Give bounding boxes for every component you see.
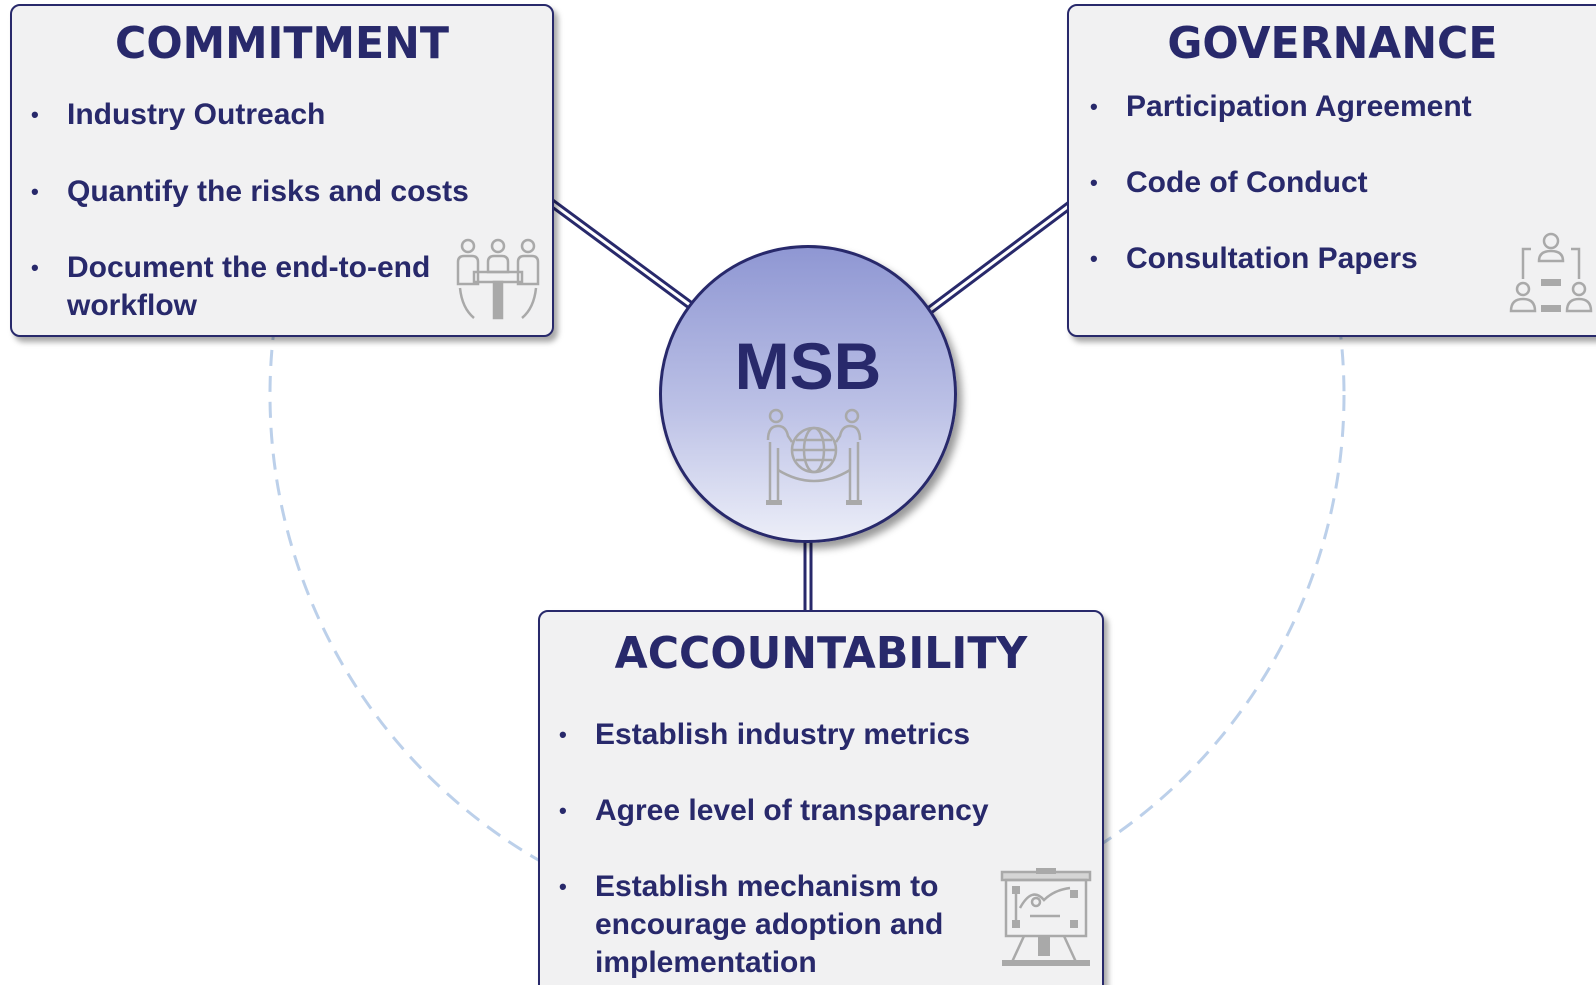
bullet-dot: • bbox=[31, 102, 39, 127]
accountability-card: ACCOUNTABILITY • Establish industry metr… bbox=[538, 610, 1104, 985]
bullet-dot: • bbox=[31, 255, 39, 280]
accountability-item-2-text: Agree level of transparency bbox=[595, 794, 989, 827]
connector-commitment bbox=[542, 194, 693, 309]
commitment-title: COMMITMENT bbox=[114, 18, 450, 69]
governance-card: GOVERNANCE • Participation Agreement • C… bbox=[1067, 4, 1596, 337]
commitment-item-1-text: Industry Outreach bbox=[67, 98, 326, 131]
bullet-dot: • bbox=[1090, 246, 1098, 271]
presentation-board-icon bbox=[1000, 868, 1092, 966]
commitment-card: COMMITMENT • Industry Outreach • Quantif… bbox=[10, 4, 554, 337]
commitment-item-3: • Document the end-to-end workflow bbox=[31, 249, 457, 325]
bullet-dot: • bbox=[559, 798, 567, 823]
governance-item-2-text: Code of Conduct bbox=[1126, 166, 1368, 199]
accountability-title: ACCOUNTABILITY bbox=[614, 628, 1028, 679]
connector-governance bbox=[927, 201, 1073, 314]
governance-item-3: • Consultation Papers bbox=[1090, 240, 1586, 278]
governance-item-1: • Participation Agreement bbox=[1090, 88, 1586, 126]
governance-title: GOVERNANCE bbox=[1167, 18, 1498, 69]
global-meeting-icon bbox=[766, 408, 862, 505]
bullet-dot: • bbox=[559, 722, 567, 747]
accountability-item-2: • Agree level of transparency bbox=[559, 792, 1065, 830]
commitment-item-2-text: Quantify the risks and costs bbox=[67, 175, 469, 208]
accountability-item-3-text: Establish mechanism to encourage adoptio… bbox=[595, 870, 944, 979]
governance-item-1-text: Participation Agreement bbox=[1126, 90, 1472, 123]
accountability-item-1: • Establish industry metrics bbox=[559, 716, 1065, 754]
bullet-dot: • bbox=[31, 179, 39, 204]
bullet-dot: • bbox=[1090, 170, 1098, 195]
org-chart-people-icon bbox=[1509, 232, 1593, 313]
commitment-item-1: • Industry Outreach bbox=[31, 96, 537, 134]
governance-item-3-text: Consultation Papers bbox=[1126, 242, 1418, 275]
bullet-dot: • bbox=[1090, 94, 1098, 119]
msb-hub-circle: MSB bbox=[659, 245, 957, 543]
meeting-table-icon bbox=[456, 238, 540, 320]
accountability-item-3: • Establish mechanism to encourage adopt… bbox=[559, 868, 975, 982]
hub-label: MSB bbox=[734, 329, 882, 403]
commitment-item-3-text: Document the end-to-end workflow bbox=[67, 251, 431, 322]
accountability-item-1-text: Establish industry metrics bbox=[595, 718, 971, 751]
commitment-item-2: • Quantify the risks and costs bbox=[31, 173, 537, 211]
bullet-dot: • bbox=[559, 874, 567, 899]
governance-item-2: • Code of Conduct bbox=[1090, 164, 1586, 202]
